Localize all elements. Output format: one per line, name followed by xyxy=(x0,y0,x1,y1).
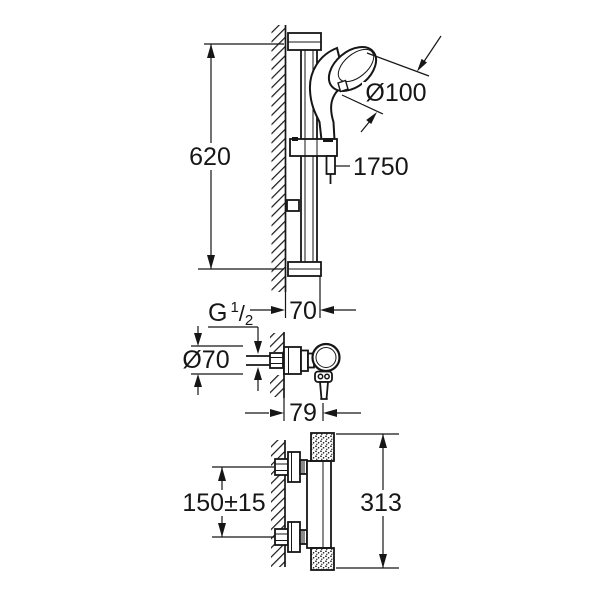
dim-valve-depth: 79 xyxy=(245,399,361,427)
dim-valve-depth-label: 79 xyxy=(289,399,317,427)
rail-slider xyxy=(289,137,338,157)
wall-hatch-middle xyxy=(270,332,285,421)
dim-center-distance: 150±15 xyxy=(182,467,267,537)
valve-housing xyxy=(311,342,341,373)
hand-shower-face xyxy=(337,48,375,83)
dim-head-diameter-label: Ø100 xyxy=(365,79,426,107)
thermostat-view: 150±15 313 xyxy=(182,432,406,571)
wall-hatch-top xyxy=(271,25,287,318)
dim-hose-length: 1750 xyxy=(335,153,409,181)
dim-rosette-diameter-label: Ø70 xyxy=(182,346,229,374)
dim-overall-height: 313 xyxy=(356,434,406,568)
top-knob xyxy=(310,432,335,462)
lever-handle xyxy=(319,381,329,400)
rail-clip xyxy=(286,199,300,212)
bottom-knob xyxy=(310,547,335,571)
dim-overall-height-label: 313 xyxy=(360,489,402,517)
dim-rail-height-label: 620 xyxy=(189,143,231,171)
top-escutcheon xyxy=(287,451,301,483)
dim-wall-distance: 70 xyxy=(250,276,356,325)
shower-rail-view: 620 xyxy=(187,25,442,325)
dim-hose-length-label: 1750 xyxy=(353,153,409,181)
head-joint-notch xyxy=(337,79,349,93)
bottom-union-nut xyxy=(274,528,289,546)
union-nut xyxy=(269,352,284,369)
dim-rail-height: 620 xyxy=(187,43,284,270)
hose-fitting xyxy=(325,155,336,175)
hand-shower xyxy=(289,46,378,184)
thermostat-body xyxy=(274,432,335,571)
dim-head-diameter: Ø100 xyxy=(341,35,442,133)
dim-wall-distance-label: 70 xyxy=(289,297,317,325)
top-union-nut xyxy=(274,458,289,476)
dim-rosette-diameter: Ø70 xyxy=(182,326,243,395)
dim-center-distance-label: 150±15 xyxy=(182,489,265,517)
mixer-body xyxy=(306,460,332,549)
connector xyxy=(300,349,309,372)
wall-rosette xyxy=(283,346,302,375)
bottom-escutcheon xyxy=(287,521,301,553)
valve-body xyxy=(246,342,341,400)
